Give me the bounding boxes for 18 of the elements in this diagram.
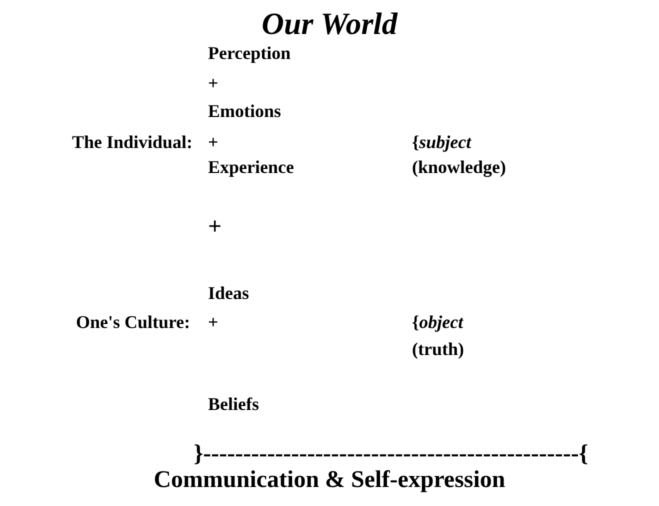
brace-label: (knowledge) bbox=[412, 158, 506, 176]
diagram-title: Our World bbox=[260, 8, 399, 39]
plus-sign: + bbox=[208, 74, 218, 92]
term-label: Beliefs bbox=[208, 395, 259, 413]
plus-sign: + bbox=[208, 313, 218, 331]
row-heading: The Individual: bbox=[72, 133, 193, 151]
brace-label: {subject bbox=[412, 133, 472, 151]
term-label: Experience bbox=[208, 158, 294, 176]
brace-label: (truth) bbox=[412, 340, 464, 358]
term-label: Perception bbox=[208, 44, 291, 62]
term-label: Ideas bbox=[208, 284, 250, 302]
plus-sign: + bbox=[208, 215, 222, 239]
row-heading: One's Culture: bbox=[76, 313, 190, 331]
term-label: Emotions bbox=[208, 102, 282, 120]
brace-label: {object bbox=[412, 313, 464, 331]
dashed-divider: }-----------------------------------------------{ bbox=[192, 442, 590, 466]
plus-sign: + bbox=[208, 133, 218, 151]
footer-text: Communication & Self-expression bbox=[152, 468, 506, 492]
